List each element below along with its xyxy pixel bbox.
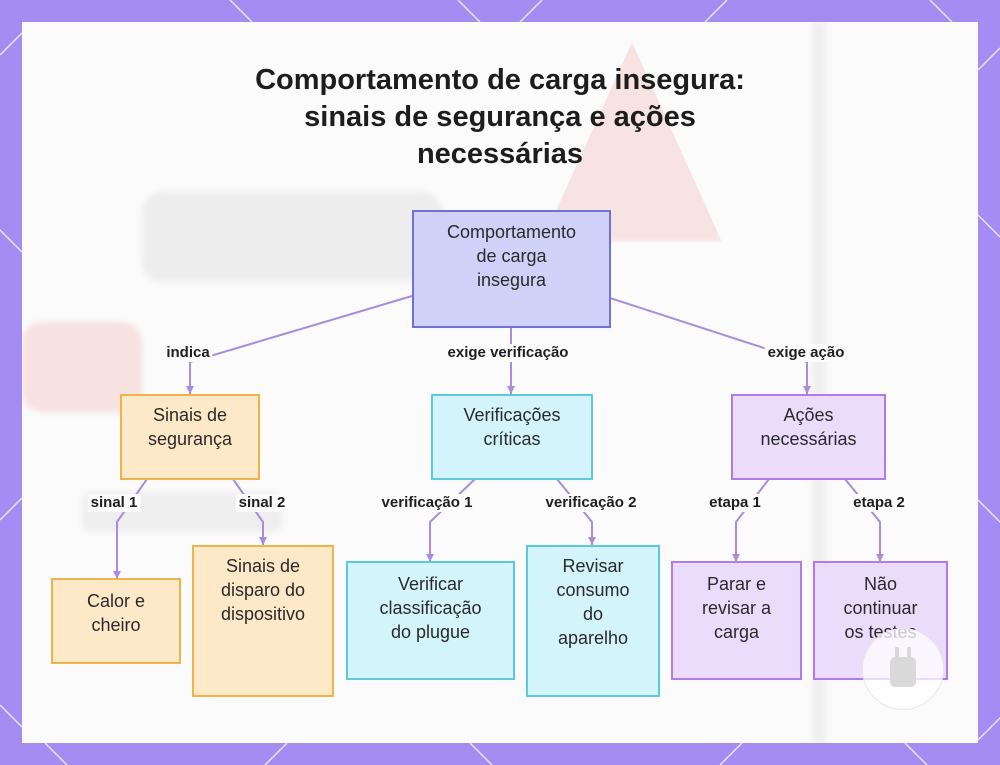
edge-etapa2 bbox=[844, 478, 881, 562]
node-acoes-line: Ações bbox=[783, 405, 834, 425]
edge-label-exige-verificacao: exige verificação bbox=[444, 344, 572, 362]
node-calor: Calor e cheiro bbox=[51, 578, 181, 664]
node-continuar-line: continuar bbox=[843, 598, 918, 618]
node-consumo-line: do bbox=[582, 604, 603, 624]
plug-badge bbox=[862, 628, 944, 710]
edge-label-verificacao1: verificação 1 bbox=[378, 494, 476, 512]
edge-etapa1 bbox=[735, 478, 770, 562]
edge-label-verificacao2: verificação 2 bbox=[542, 494, 640, 512]
title-line: sinais de segurança e ações bbox=[304, 101, 696, 133]
arrowhead bbox=[732, 554, 740, 562]
node-classificacao-line: do plugue bbox=[390, 622, 471, 642]
diagram-panel: ​ Comportamento de carga insegura: sinai… bbox=[22, 22, 978, 743]
node-root: Comportamento de carga insegura bbox=[412, 210, 611, 328]
edges-layer bbox=[113, 295, 884, 579]
node-sinais: Sinais de segurança bbox=[120, 394, 260, 480]
plug-icon bbox=[890, 647, 916, 687]
backdrop-decoration bbox=[142, 192, 442, 282]
node-disparo-line: dispositivo bbox=[220, 604, 306, 624]
node-continuar-line: Não bbox=[863, 574, 898, 594]
edge-label-etapa1: etapa 1 bbox=[706, 494, 764, 512]
node-verificacoes: Verificações críticas bbox=[431, 394, 593, 480]
node-disparo: Sinais de disparo do dispositivo bbox=[192, 545, 334, 697]
title-line: necessárias bbox=[416, 138, 584, 170]
node-root-line: Comportamento bbox=[446, 222, 577, 242]
node-consumo-line: aparelho bbox=[557, 628, 629, 648]
node-consumo-line: Revisar bbox=[562, 556, 624, 576]
arrowhead bbox=[507, 386, 515, 394]
node-parar-line: Parar e bbox=[706, 574, 767, 594]
arrowhead bbox=[426, 554, 434, 562]
node-parar: Parar e revisar a carga bbox=[671, 561, 802, 680]
diagram-title: Comportamento de carga insegura: sinais … bbox=[22, 62, 978, 173]
arrowhead bbox=[588, 537, 596, 545]
node-disparo-line: disparo do bbox=[220, 580, 306, 600]
node-classificacao: Verificar classificação do plugue bbox=[346, 561, 515, 680]
node-consumo: Revisar consumo do aparelho bbox=[526, 545, 660, 697]
arrowhead bbox=[803, 386, 811, 394]
edge-label-indica: indica bbox=[163, 344, 213, 362]
node-root-line: de carga bbox=[476, 246, 547, 266]
edge-sinal1 bbox=[116, 478, 148, 579]
edge-verificacao2 bbox=[556, 478, 593, 545]
node-disparo-line: Sinais de bbox=[225, 556, 301, 576]
node-classificacao-line: Verificar bbox=[397, 574, 463, 594]
title-line: Comportamento de carga insegura: bbox=[255, 64, 745, 96]
edge-label-etapa2: etapa 2 bbox=[850, 494, 908, 512]
node-sinais-line: Sinais de bbox=[152, 405, 228, 425]
node-root-line: insegura bbox=[476, 270, 547, 290]
node-consumo-line: consumo bbox=[556, 580, 630, 600]
node-sinais-line: segurança bbox=[147, 429, 233, 449]
edge-exige-acao bbox=[609, 297, 808, 394]
arrowhead bbox=[186, 386, 194, 394]
edge-sinal2 bbox=[232, 478, 264, 545]
node-calor-line: cheiro bbox=[91, 615, 141, 635]
arrowhead bbox=[259, 537, 267, 545]
edge-label-sinal2: sinal 2 bbox=[235, 494, 289, 512]
node-parar-line: revisar a bbox=[701, 598, 772, 618]
node-acoes: Ações necessárias bbox=[731, 394, 886, 480]
edge-label-sinal1: sinal 1 bbox=[87, 494, 141, 512]
node-parar-line: carga bbox=[713, 622, 760, 642]
edge-label-exige-acao: exige ação bbox=[764, 344, 848, 362]
node-acoes-line: necessárias bbox=[760, 429, 857, 449]
edge-indica bbox=[189, 295, 413, 394]
node-verificacoes-line: Verificações bbox=[463, 405, 561, 425]
node-verificacoes-line: críticas bbox=[483, 429, 541, 449]
edge-verificacao1 bbox=[429, 478, 476, 562]
arrowhead bbox=[113, 571, 121, 579]
node-calor-line: Calor e bbox=[86, 591, 146, 611]
node-classificacao-line: classificação bbox=[379, 598, 482, 618]
arrowhead bbox=[876, 554, 884, 562]
